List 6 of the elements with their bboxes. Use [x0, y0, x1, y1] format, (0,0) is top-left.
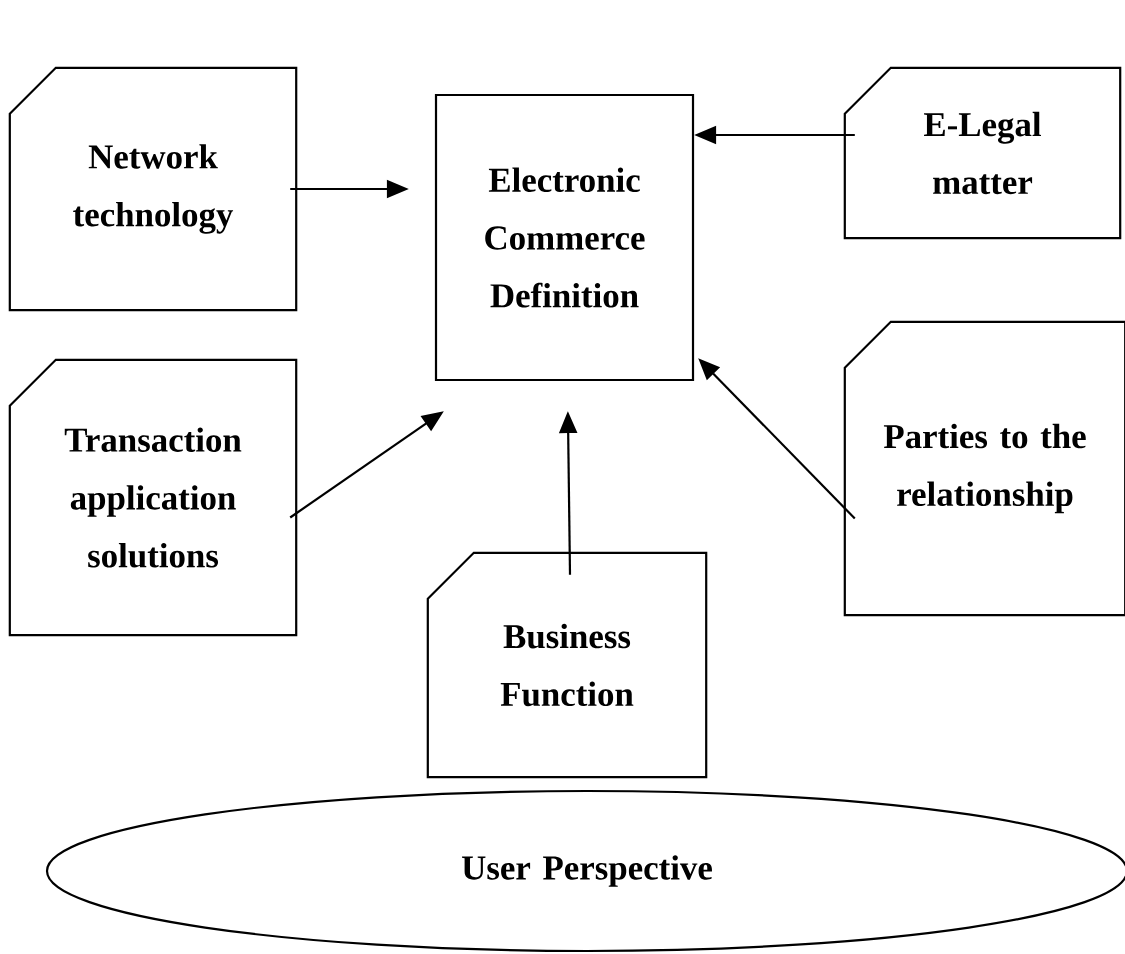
- snipped-card: Transaction application solutions: [8, 358, 298, 637]
- snipped-card: Parties to the relationship: [843, 320, 1125, 617]
- snipped-card: E-Legal matter: [843, 66, 1122, 240]
- definition-box: Electronic Commerce Definition: [434, 93, 695, 382]
- snipped-card: Business Function: [426, 551, 708, 779]
- snipped-card: Network technology: [8, 66, 298, 312]
